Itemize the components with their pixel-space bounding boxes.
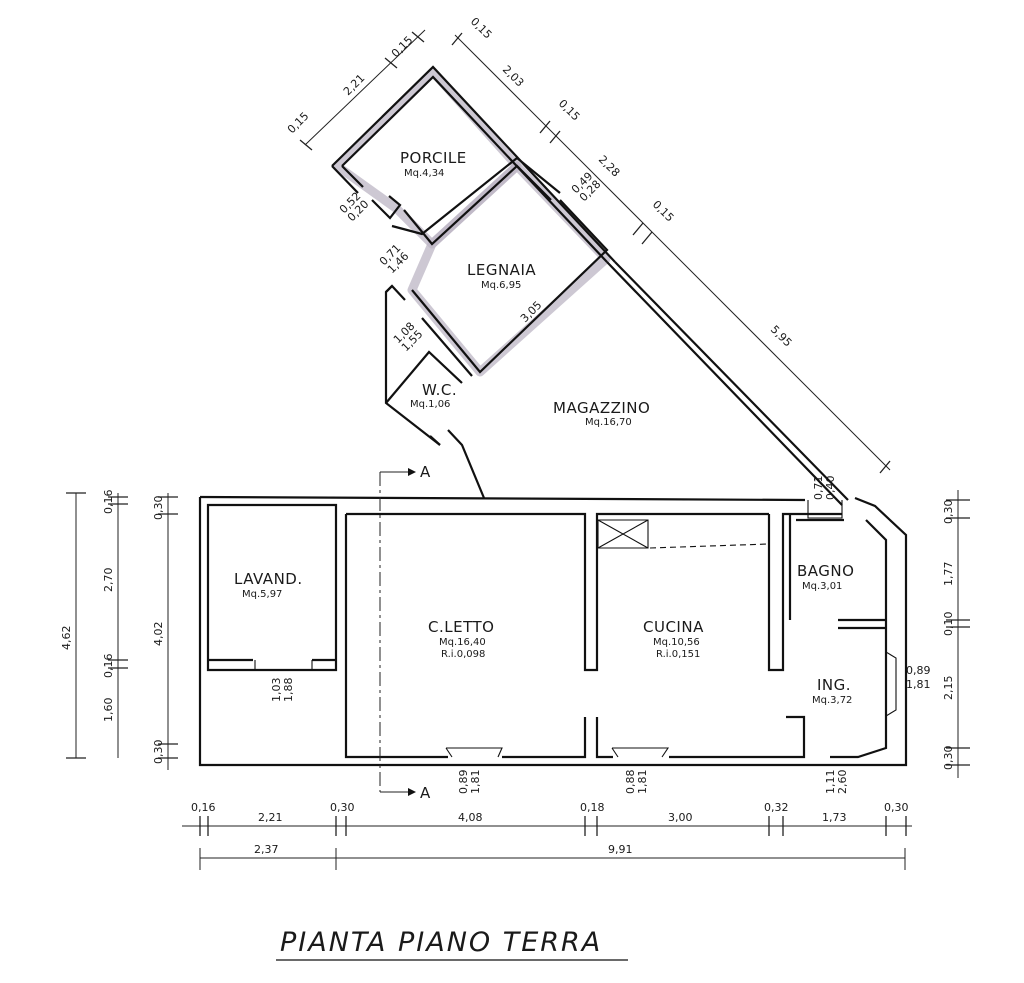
dim-left-030b: 0,30 — [152, 740, 165, 765]
room-name-ing: ING. — [817, 676, 851, 694]
dim-diag-595: 5,95 — [768, 323, 795, 350]
room-name-porcile: PORCILE — [400, 149, 467, 167]
dim-left-030a: 0,30 — [152, 496, 165, 521]
dim-left-160: 1,60 — [102, 698, 115, 723]
room-area-lavand: Mq.5,97 — [242, 589, 282, 600]
vertical-dimension-texts: 0,71 0,40 4,62 0,16 2,70 0,16 1,60 0,30 … — [60, 476, 955, 795]
dim-top-203: 2,03 — [500, 63, 527, 90]
room-labels: PORCILE Mq.4,34 LEGNAIA Mq.6,95 W.C. Mq.… — [234, 149, 854, 706]
bottom-dimension-lines — [182, 816, 912, 870]
room-name-lavand: LAVAND. — [234, 570, 303, 588]
dim-b-032: 0,32 — [764, 801, 789, 814]
room-name-cletto: C.LETTO — [428, 618, 494, 636]
right-dimension-lines — [946, 490, 970, 778]
section-label-top: A — [420, 463, 431, 481]
dim-bagno-040: 0,40 — [824, 476, 837, 501]
diagonal-dimension-lines — [299, 29, 891, 474]
dim-b-221: 2,21 — [258, 811, 283, 824]
dim-cu-088: 0,88 — [624, 770, 637, 795]
room-name-wc: W.C. — [422, 381, 457, 399]
room-area-cletto: Mq.16,40 — [439, 637, 486, 648]
dim-left-016a: 0,16 — [102, 490, 115, 515]
room-area-magazzino: Mq.16,70 — [585, 417, 632, 428]
dim-b-016: 0,16 — [191, 801, 216, 814]
dim-right-010: 0,10 — [942, 612, 955, 637]
dim-lav-188: 1,88 — [282, 678, 295, 703]
dim-right-177: 1,77 — [942, 562, 955, 587]
dim-top-015-a: 0,15 — [389, 34, 416, 61]
room-area-ing: Mq.3,72 — [812, 695, 852, 706]
dim-ing-111: 1,11 — [824, 770, 837, 795]
dim-cu-181: 1,81 — [636, 770, 649, 795]
room-area-porcile: Mq.4,34 — [404, 168, 444, 179]
room-name-cucina: CUCINA — [643, 618, 704, 636]
dim-left-015: 0,15 — [285, 110, 312, 137]
dim-b-991: 9,91 — [608, 843, 633, 856]
dim-right-030a: 0,30 — [942, 500, 955, 525]
dim-cl-089: 0,89 — [457, 770, 470, 795]
dim-left-402: 4,02 — [152, 622, 165, 647]
dim-b-030a: 0,30 — [330, 801, 355, 814]
dim-ing-181: 1,81 — [906, 678, 931, 691]
dim-b-408: 4,08 — [458, 811, 483, 824]
dim-b-237: 2,37 — [254, 843, 279, 856]
room-area-bagno: Mq.3,01 — [802, 581, 842, 592]
dim-mid-015: 0,15 — [556, 97, 583, 124]
room-ri-cletto: R.i.0,098 — [441, 649, 485, 660]
dim-ing-260: 2,60 — [836, 770, 849, 795]
room-area-legnaia: Mq.6,95 — [481, 280, 521, 291]
outbuilding-walls — [331, 65, 849, 506]
section-label-bottom: A — [420, 784, 431, 802]
left-dimension-lines — [66, 492, 178, 770]
dim-top-221: 2,21 — [341, 72, 368, 99]
room-name-magazzino: MAGAZZINO — [553, 399, 650, 417]
dim-bagno-071: 0,71 — [812, 476, 825, 501]
dim-right-215: 2,15 — [942, 676, 955, 701]
dim-diag-015: 0,15 — [650, 198, 677, 225]
dim-right-030b: 0,30 — [942, 746, 955, 771]
room-area-cucina: Mq.10,56 — [653, 637, 700, 648]
dim-ing-089: 0,89 — [906, 664, 931, 677]
main-house-walls — [198, 495, 908, 767]
room-name-legnaia: LEGNAIA — [467, 261, 536, 279]
dim-lav-103: 1,03 — [270, 678, 283, 703]
dim-b-030b: 0,30 — [884, 801, 909, 814]
dim-b-173: 1,73 — [822, 811, 847, 824]
dim-cl-181: 1,81 — [469, 770, 482, 795]
section-line-a: A A — [379, 463, 431, 802]
room-ri-cucina: R.i.0,151 — [656, 649, 700, 660]
drawing-title: PIANTA PIANO TERRA — [280, 927, 602, 958]
room-area-wc: Mq.1,06 — [410, 399, 450, 410]
dim-b-018: 0,18 — [580, 801, 605, 814]
dim-left-462: 4,62 — [60, 626, 73, 651]
dim-top-015-b: 0,15 — [468, 15, 495, 42]
dim-b-300: 3,00 — [668, 811, 693, 824]
dim-left-016b: 0,16 — [102, 654, 115, 679]
horizontal-dimension-texts: 0,89 1,81 0,16 2,21 0,30 4,08 0,18 3,00 … — [191, 664, 931, 856]
room-name-bagno: BAGNO — [797, 562, 854, 580]
dim-left-270: 2,70 — [102, 568, 115, 593]
dim-diag-228: 2,28 — [596, 153, 623, 180]
